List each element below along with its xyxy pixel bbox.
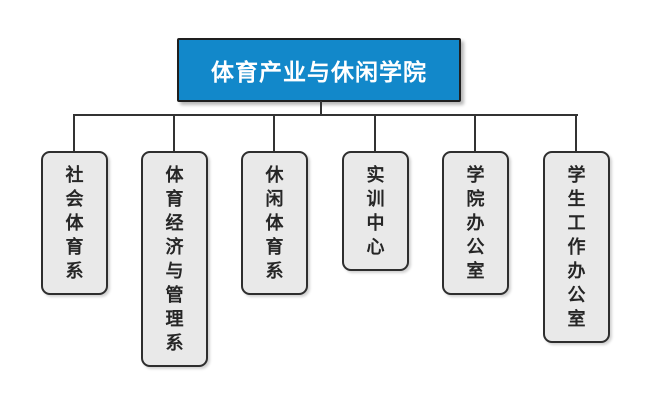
- unit-node-label: 休闲体育系: [265, 165, 284, 281]
- root-node: 体育产业与休闲学院: [177, 38, 461, 102]
- unit-node-leisure-sports-dept: 休闲体育系: [241, 151, 308, 295]
- unit-node-student-affairs-office: 学生工作办公室: [543, 151, 610, 343]
- unit-node-college-office: 学院办公室: [442, 151, 509, 295]
- connector-drop-3: [273, 114, 275, 152]
- connector-drop-1: [73, 114, 75, 152]
- connector-drop-4: [374, 114, 376, 152]
- unit-node-training-center: 实训中心: [342, 151, 409, 271]
- connector-drop-2: [173, 114, 175, 152]
- unit-node-label: 学院办公室: [466, 165, 485, 281]
- unit-node-label: 体育经济与管理系: [165, 165, 184, 353]
- connector-drop-5: [474, 114, 476, 152]
- unit-node-sports-economics-management-dept: 体育经济与管理系: [141, 151, 208, 367]
- unit-node-label: 社会体育系: [65, 165, 84, 281]
- root-node-label: 体育产业与休闲学院: [211, 59, 427, 85]
- unit-node-label: 学生工作办公室: [567, 165, 586, 329]
- connector-drop-6: [575, 114, 577, 152]
- unit-node-label: 实训中心: [366, 165, 385, 257]
- unit-node-social-sports-dept: 社会体育系: [41, 151, 108, 295]
- connector-horizontal: [73, 114, 578, 116]
- connector-root-stub: [320, 101, 322, 115]
